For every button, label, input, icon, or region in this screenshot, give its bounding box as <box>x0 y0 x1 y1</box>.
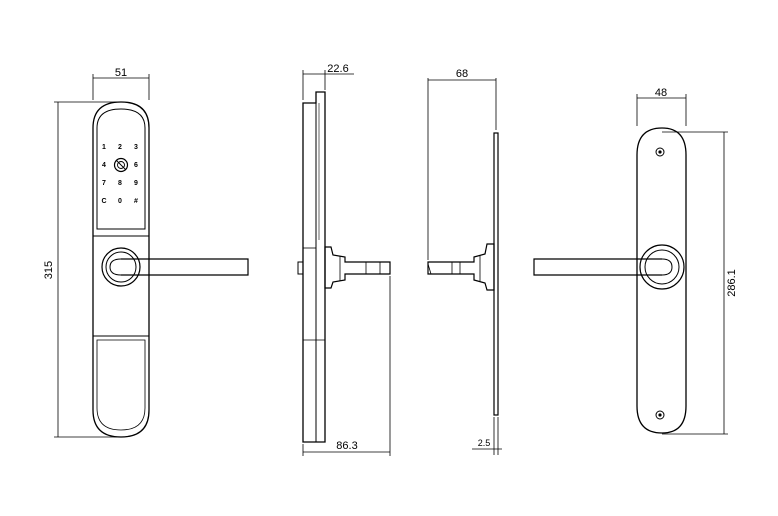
dim-label-back-height: 286.1 <box>726 269 738 297</box>
dim-width-48: 48 <box>636 87 687 126</box>
front-handle-neck <box>109 258 122 276</box>
dim-depth-68: 68 <box>427 68 497 260</box>
dim-depth-86-3: 86.3 <box>302 276 391 456</box>
key-3: 3 <box>134 144 138 151</box>
dim-label-side-thickness: 22.6 <box>327 63 348 75</box>
dim-label-back-width: 48 <box>655 87 667 99</box>
dim-label-right-plate: 2.5 <box>478 438 491 448</box>
front-view: 1 2 3 4 6 7 8 9 C 0 # 51 <box>43 67 249 438</box>
dim-height-286-1: 286.1 <box>662 131 738 435</box>
key-8: 8 <box>118 180 122 187</box>
dim-label-side-depth: 86.3 <box>336 440 357 452</box>
keypad-keys: 1 2 3 4 6 7 8 9 C 0 # <box>101 144 138 205</box>
side-left-knob <box>297 261 304 275</box>
side-left-body <box>302 91 326 443</box>
key-0: 0 <box>118 198 122 205</box>
key-c: C <box>101 198 106 205</box>
key-4: 4 <box>102 162 106 169</box>
front-handle-rose <box>101 247 141 287</box>
back-screw-bottom-dot <box>658 413 662 417</box>
front-lower-cap <box>96 339 146 431</box>
keypad-panel <box>96 108 146 230</box>
front-body-outline <box>92 101 150 438</box>
back-handle-rose-inner <box>644 249 680 285</box>
dim-plate-2-5: 2.5 <box>472 417 502 455</box>
front-handle-rose-inner <box>105 251 137 283</box>
dim-label-front-height: 315 <box>43 261 55 279</box>
back-handle-lever <box>533 258 662 276</box>
back-screw-bottom-icon <box>655 410 665 420</box>
key-9: 9 <box>134 180 138 187</box>
back-handle-neck <box>661 258 673 276</box>
dim-label-right-depth: 68 <box>456 68 468 80</box>
side-view-right: 68 2.5 <box>427 68 502 455</box>
key-6: 6 <box>134 162 138 169</box>
dim-label-front-width: 51 <box>115 67 127 79</box>
fingerprint-sensor-icon <box>113 157 129 173</box>
side-view-left: 22.6 86.3 <box>297 63 391 456</box>
dim-height-315: 315 <box>43 101 121 438</box>
back-handle-rose <box>639 244 685 290</box>
side-left-handle <box>324 246 391 289</box>
back-screw-top-icon <box>655 147 665 157</box>
dim-width-51: 51 <box>92 67 150 100</box>
back-screw-top-dot <box>658 150 662 154</box>
dim-thickness-22-6: 22.6 <box>302 63 354 100</box>
key-1: 1 <box>102 144 106 151</box>
back-plate-outline <box>636 127 687 434</box>
back-view: 48 286.1 <box>533 87 738 435</box>
front-handle-lever <box>121 258 249 276</box>
key-7: 7 <box>102 180 106 187</box>
key-hash: # <box>134 198 138 205</box>
side-right-handle <box>427 243 495 291</box>
key-2: 2 <box>118 144 122 151</box>
